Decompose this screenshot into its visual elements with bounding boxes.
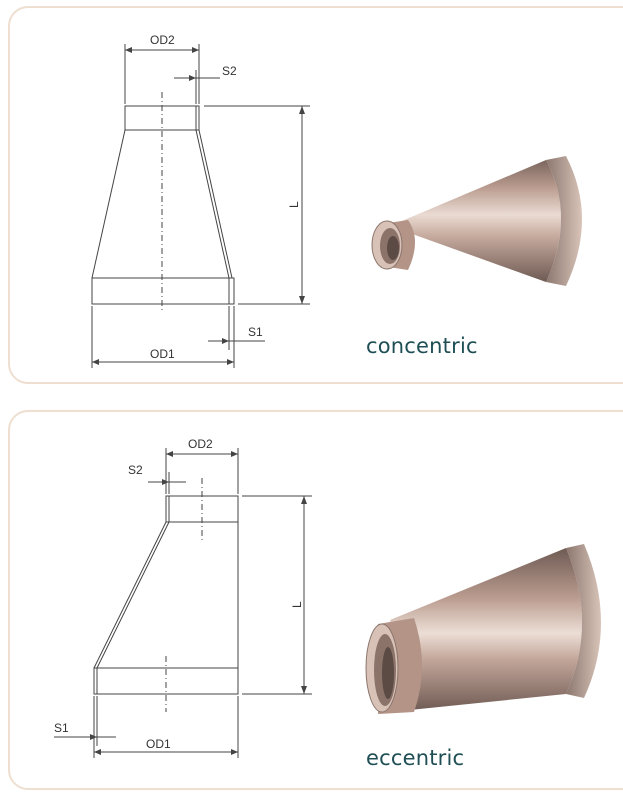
concentric-caption: concentric (366, 334, 478, 358)
od2-label: OD2 (150, 33, 175, 47)
l-label: L (287, 201, 301, 208)
od1-label: OD1 (146, 737, 171, 751)
concentric-arrowheads (92, 47, 305, 365)
od2-label: OD2 (188, 437, 213, 451)
eccentric-panel: OD2 S2 L S1 OD1 eccentric (8, 410, 623, 790)
s1-label: S1 (248, 325, 263, 339)
l-label: L (290, 601, 304, 608)
s2-label: S2 (128, 463, 143, 477)
eccentric-arrowheads (90, 451, 307, 755)
concentric-drawing: OD2 S2 L S1 OD1 (91, 33, 582, 368)
concentric-outline (91, 44, 310, 368)
concentric-3d-render (371, 156, 582, 286)
eccentric-3d-render (365, 544, 601, 714)
od1-label: OD1 (150, 347, 175, 361)
concentric-panel: OD2 S2 L S1 OD1 concentric (8, 6, 623, 384)
s2-label: S2 (222, 64, 237, 78)
eccentric-outline (54, 448, 312, 758)
eccentric-drawing: OD2 S2 L S1 OD1 (54, 437, 601, 758)
s1-label: S1 (54, 721, 69, 735)
eccentric-caption: eccentric (366, 746, 465, 770)
